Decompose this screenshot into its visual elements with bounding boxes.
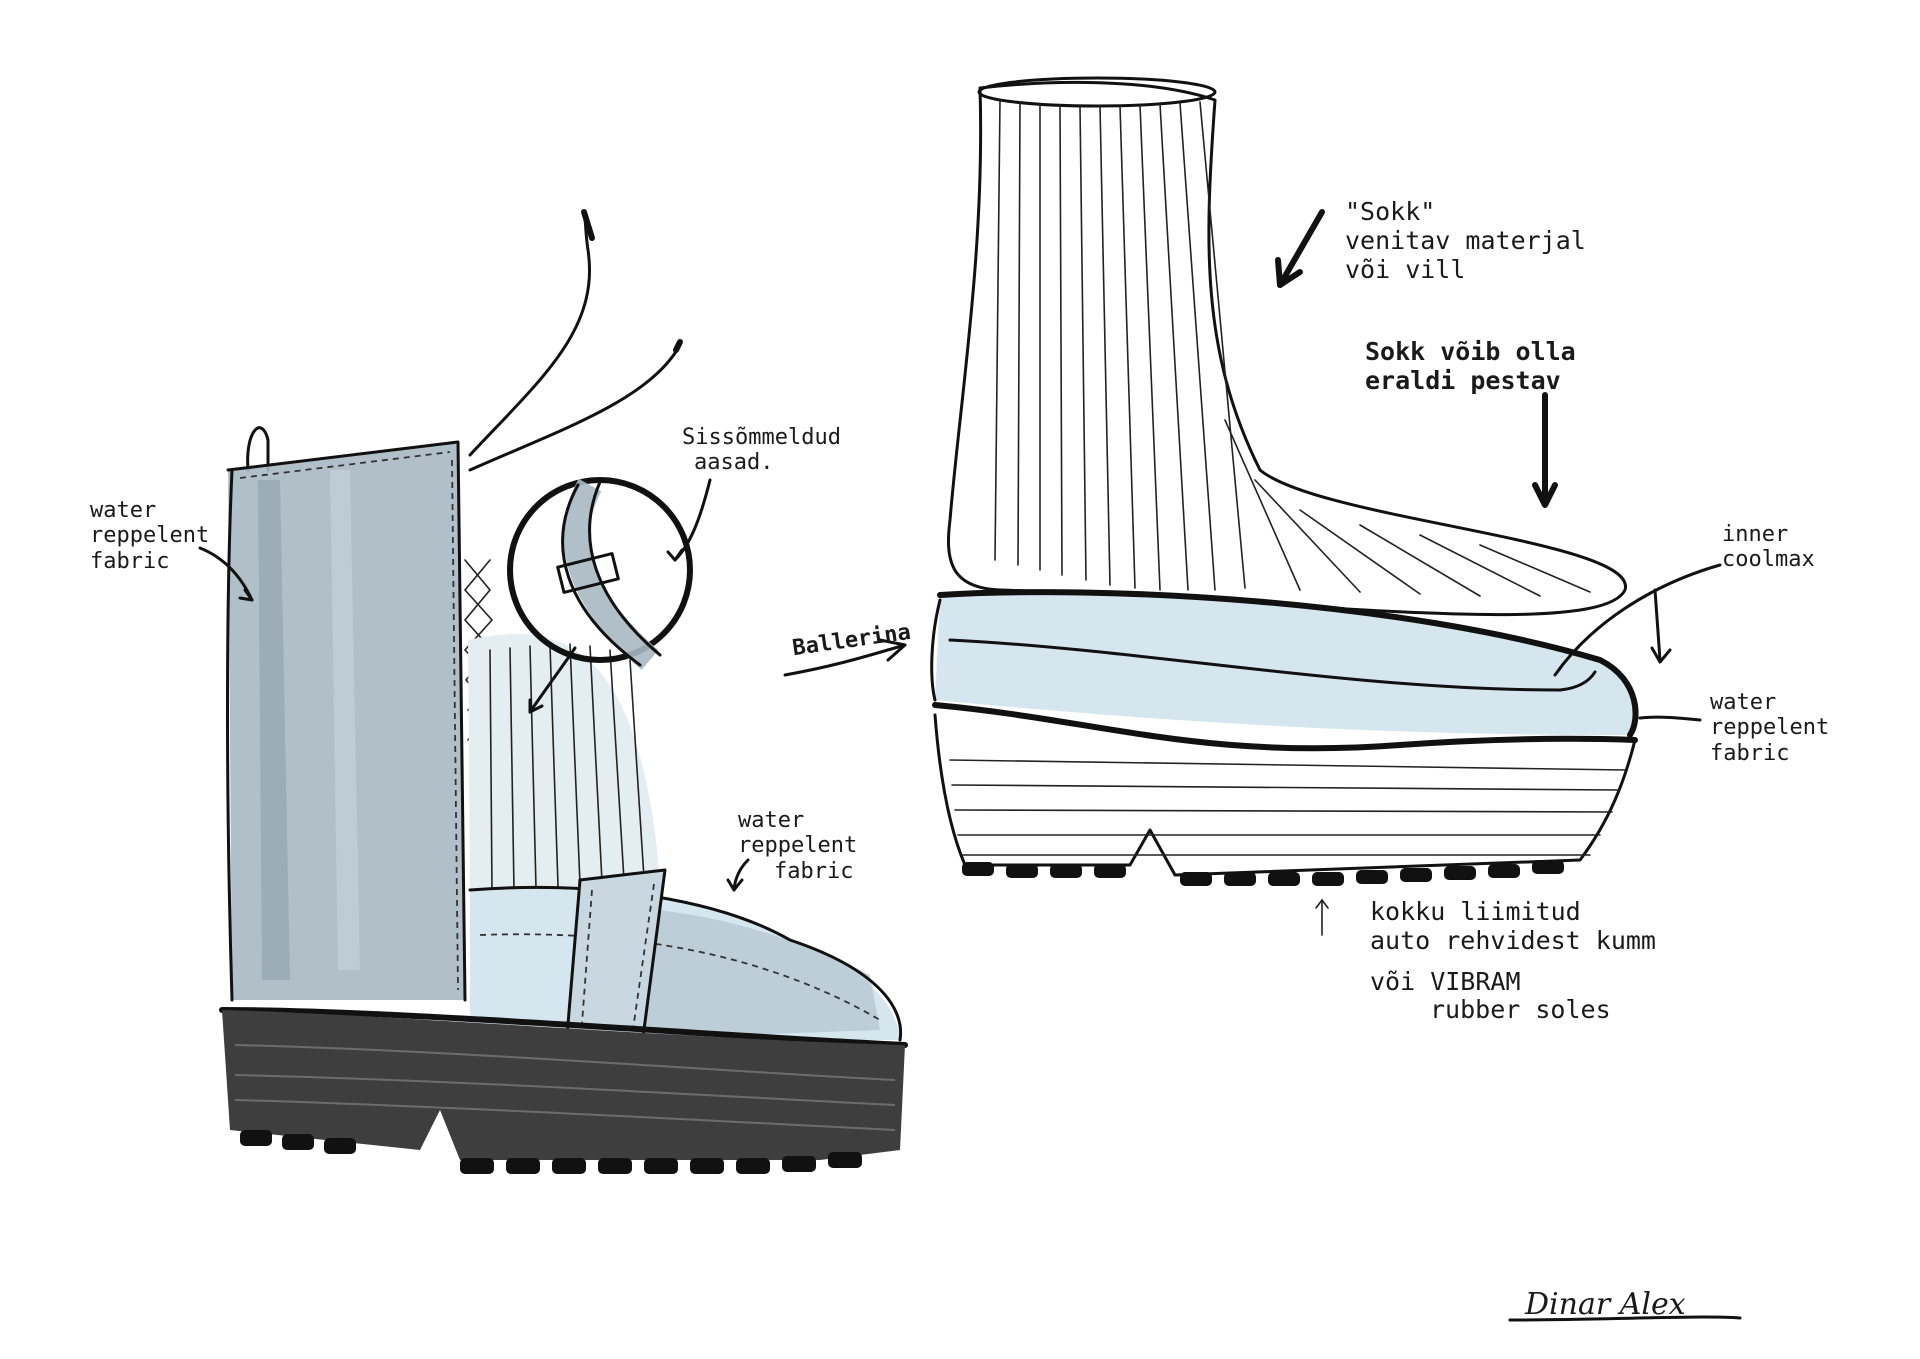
label-line: "Sokk" (1345, 197, 1436, 226)
label-line: water (738, 808, 805, 833)
label-line: water (90, 498, 157, 523)
label-line: fabric (1710, 740, 1790, 766)
label-sock-washable: Sokk võib olla eraldi pestav (1365, 337, 1576, 396)
loop-detail-tab (556, 552, 620, 594)
label-line: water (1710, 690, 1777, 715)
label-line: reppelent (1710, 715, 1830, 741)
signature: Dinar Alex (1525, 1287, 1686, 1323)
sock-and-clog-sketch (930, 76, 1742, 1322)
arrow-to-lacing (528, 646, 577, 714)
clog-welt (932, 702, 1638, 752)
boot-lace-left (468, 210, 591, 457)
clog-sole (933, 713, 1637, 877)
label-line: fabric (90, 548, 170, 574)
label-upper-fabric: water reppelent fabric (90, 498, 209, 574)
clog-sole-lugs (962, 860, 1564, 886)
sock-outline (946, 80, 1627, 617)
label-line: Sissõmmeldud (682, 425, 841, 450)
sock-ribs (994, 99, 1591, 597)
arrow-sock (1277, 209, 1325, 288)
arrow-clog-fabric (1638, 715, 1702, 722)
label-line: inner (1722, 522, 1789, 547)
arrow-loops (673, 478, 712, 562)
signature-text: Dinar Alex (1525, 1287, 1686, 1322)
label-line: kokku liimitud (1370, 897, 1581, 926)
label-line: reppelent (90, 523, 210, 549)
label-line: fabric (774, 858, 854, 884)
label-line: reppelent (738, 833, 858, 859)
arrow-toe-fabric (732, 858, 750, 892)
label-inner: inner coolmax (1722, 522, 1815, 573)
label-line: venitav materjal (1345, 225, 1586, 255)
label-sock-material: "Sokk" venitav materjal või vill (1345, 197, 1586, 284)
boot-lace-right (468, 343, 682, 472)
arrow-inner (1553, 563, 1722, 677)
label-line: rubber soles (1430, 995, 1611, 1025)
loop-detail-circle (507, 477, 693, 663)
ballerina-arrow (783, 638, 907, 677)
label-loops: Sissõmmeldud aasad. (682, 425, 841, 476)
label-line: või VIBRAM (1370, 966, 1521, 996)
boot-sock-ribs (489, 643, 645, 891)
label-line: või vill (1345, 254, 1466, 284)
boot-sketch (198, 209, 908, 1174)
label-clog-fabric: water reppelent fabric (1710, 690, 1829, 766)
signature-flourish (1508, 1315, 1742, 1322)
label-sole: kokku liimitud auto rehvidest kumm või V… (1370, 897, 1656, 1025)
label-toe-fabric: water reppelent fabric (738, 808, 857, 884)
label-line: aasad. (694, 450, 774, 476)
label-line: auto rehvidest kumm (1370, 925, 1656, 955)
label-line: coolmax (1722, 547, 1815, 573)
label-line: eraldi pestav (1365, 365, 1561, 395)
label-line: Sokk võib olla (1365, 337, 1576, 366)
boot-pull-tab (246, 426, 270, 472)
